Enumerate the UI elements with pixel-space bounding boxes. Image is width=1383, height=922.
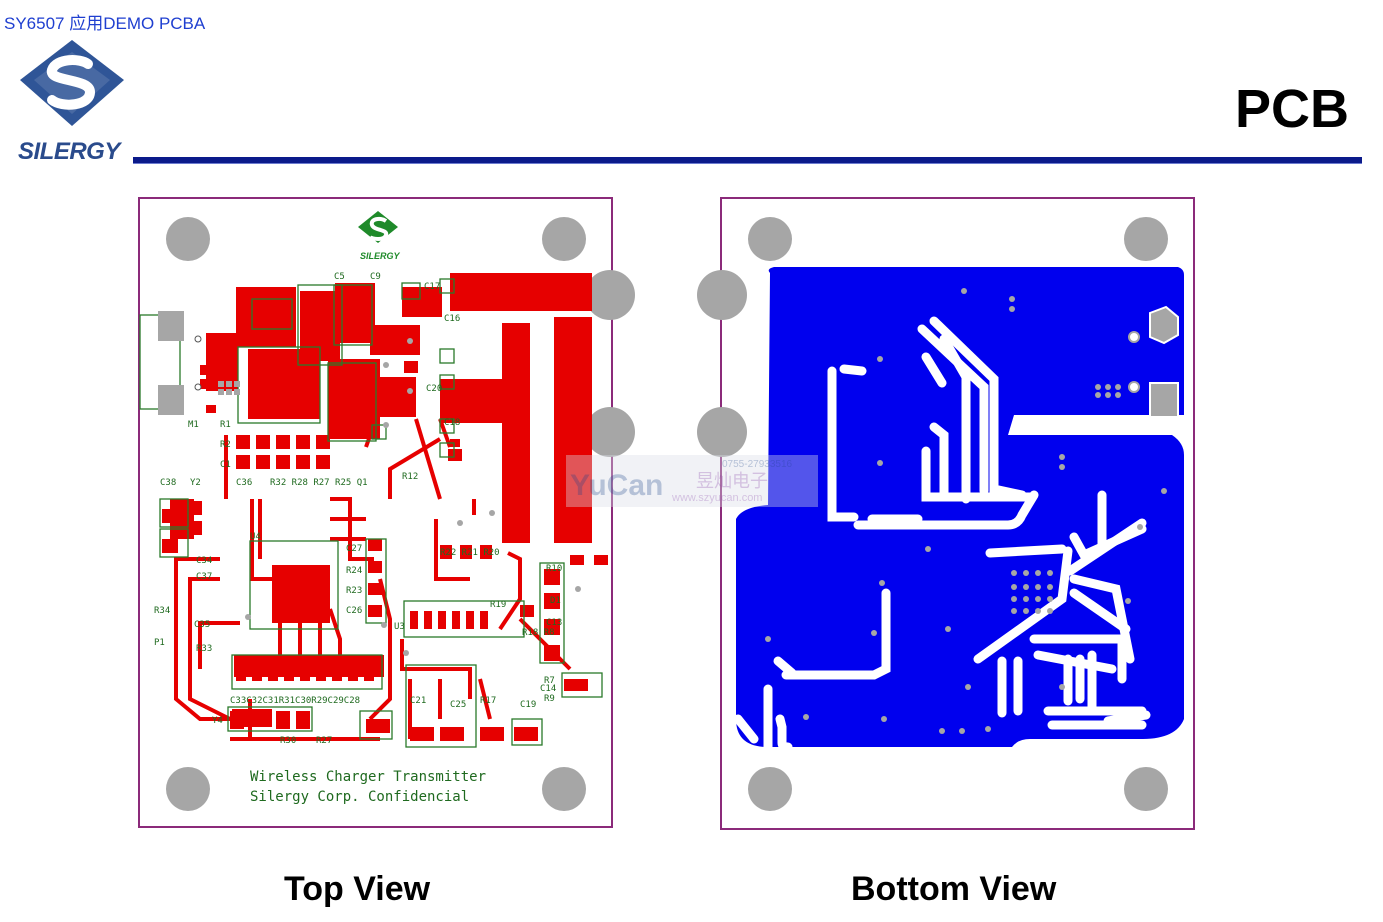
svg-text:C20: C20 [426, 384, 442, 394]
svg-text:www.szyucan.com: www.szyucan.com [671, 492, 762, 504]
svg-text:C19: C19 [520, 700, 536, 710]
svg-text:U3: U3 [394, 622, 405, 632]
svg-text:R27: R27 [316, 736, 332, 746]
svg-text:R17: R17 [480, 696, 496, 706]
svg-text:U4: U4 [250, 532, 261, 542]
usb-connector [158, 311, 240, 415]
svg-text:C34: C34 [196, 556, 212, 566]
bottom-connector [1128, 305, 1179, 418]
svg-text:C14: C14 [540, 684, 556, 694]
svg-text:C1: C1 [220, 460, 231, 470]
svg-text:R23: R23 [346, 586, 362, 596]
top-traces [174, 418, 572, 741]
svg-text:R22 R21 R20: R22 R21 R20 [440, 548, 500, 558]
document-title: SY6507 应用DEMO PCBA [4, 14, 206, 33]
bottom-mounting-holes [697, 217, 1168, 811]
bottom-via-grid [765, 288, 1167, 734]
header-divider-shadow [133, 163, 1362, 164]
svg-text:C37: C37 [196, 572, 212, 582]
svg-text:C35: C35 [194, 620, 210, 630]
svg-text:C13: C13 [546, 618, 562, 628]
svg-text:Y4: Y4 [212, 716, 223, 726]
svg-text:R24: R24 [346, 566, 362, 576]
logo-brand-text: SILERGY [18, 138, 120, 165]
silkscreen-outlines [139, 278, 603, 748]
svg-text:C26: C26 [346, 606, 362, 616]
board-logo-icon [358, 211, 398, 243]
top-view-board: SILERGY [138, 197, 635, 828]
svg-text:R12: R12 [402, 472, 418, 482]
svg-text:C18: C18 [444, 418, 460, 428]
svg-text:R30: R30 [280, 736, 296, 746]
bottom-view-board [697, 197, 1195, 830]
bottom-layer-artwork [697, 217, 1184, 811]
svg-text:C21: C21 [410, 696, 426, 706]
svg-text:R2: R2 [220, 440, 231, 450]
svg-text:R7: R7 [544, 676, 555, 686]
silkscreen-line-2: Silergy Corp. Confidencial [250, 789, 469, 805]
svg-text:Y2: Y2 [190, 478, 201, 488]
bottom-traces [733, 316, 1151, 752]
svg-text:C9: C9 [370, 272, 381, 282]
svg-text:R19: R19 [490, 600, 506, 610]
svg-text:R18 R8: R18 R8 [522, 628, 555, 638]
slide-title: PCB [1234, 79, 1349, 139]
svg-text:SILERGY: SILERGY [360, 251, 401, 261]
mounting-holes [166, 217, 635, 811]
top-view-caption: Top View [284, 870, 431, 908]
svg-text:R1: R1 [220, 420, 231, 430]
svg-text:C5: C5 [334, 272, 345, 282]
bottom-copper-pour [736, 267, 1184, 747]
top-vias [245, 338, 581, 656]
bottom-view-caption: Bottom View [851, 870, 1057, 908]
header-divider [133, 157, 1362, 163]
svg-text:R33: R33 [196, 644, 212, 654]
svg-text:C27: C27 [346, 544, 362, 554]
svg-text:M1: M1 [188, 420, 199, 430]
svg-text:P1: P1 [154, 638, 165, 648]
svg-text:R32 R28 R27 R25 Q1: R32 R28 R27 R25 Q1 [270, 478, 368, 488]
svg-text:YuCan: YuCan [570, 469, 663, 502]
svg-text:D1: D1 [550, 596, 561, 606]
svg-text:0755-27933516: 0755-27933516 [722, 459, 793, 470]
silergy-logo-icon [20, 40, 124, 126]
watermark: YuCan 0755-27933516 昱灿电子 www.szyucan.com [566, 455, 818, 507]
top-layer-artwork: SILERGY [139, 211, 635, 811]
component-pads [162, 361, 608, 741]
svg-text:R9: R9 [544, 694, 555, 704]
svg-text:昱灿电子: 昱灿电子 [696, 471, 768, 492]
svg-text:R10: R10 [546, 564, 562, 574]
svg-text:C16: C16 [444, 314, 460, 324]
svg-text:C38: C38 [160, 478, 176, 488]
svg-text:R34: R34 [154, 606, 170, 616]
svg-text:C33C32C31R31C30R29C29C28: C33C32C31R31C30R29C29C28 [230, 696, 360, 706]
top-copper [170, 273, 592, 727]
silkscreen-line-1: Wireless Charger Transmitter [250, 769, 486, 785]
svg-text:C17: C17 [424, 282, 440, 292]
svg-text:C25: C25 [450, 700, 466, 710]
svg-text:C36: C36 [236, 478, 252, 488]
